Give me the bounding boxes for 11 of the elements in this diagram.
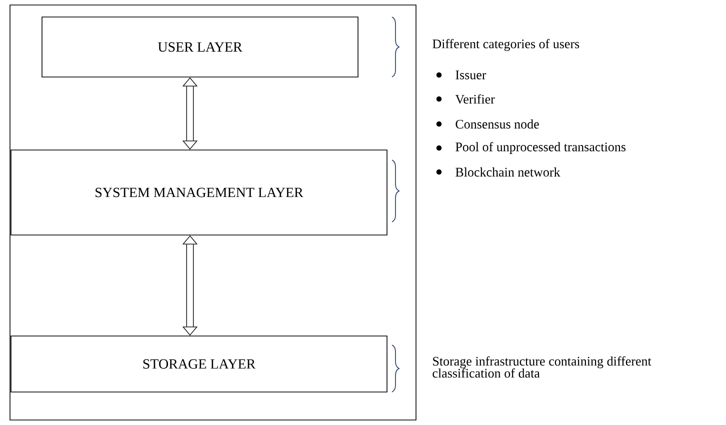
bullet-item: Blockchain network xyxy=(456,167,560,177)
description-text: Storage infrastructure containing different classification of data xyxy=(432,356,652,378)
layer-box: STORAGE LAYER xyxy=(10,336,388,392)
bullet-item: Consensus node xyxy=(456,119,539,129)
layer-box: USER LAYER xyxy=(42,16,358,78)
bullet-item: Verifier xyxy=(455,94,495,104)
layer-box: SYSTEM MANAGEMENT LAYER xyxy=(10,150,388,236)
bullet-item: Pool of unprocessed transactions xyxy=(456,142,626,154)
outer-frame xyxy=(10,4,416,420)
bullet-item: Issuer xyxy=(456,70,486,80)
description-text: Different categories of users xyxy=(432,39,580,51)
